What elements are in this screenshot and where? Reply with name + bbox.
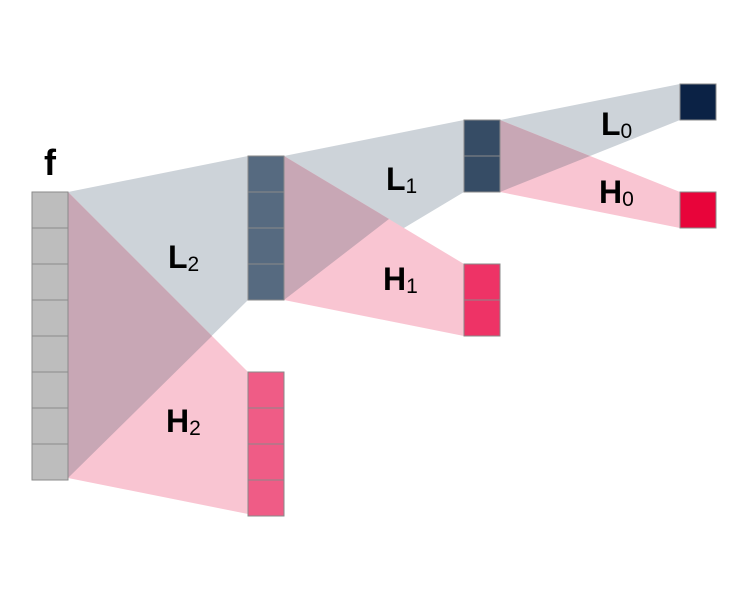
high-cell xyxy=(247,407,285,445)
input-cell xyxy=(31,407,69,445)
input-cell xyxy=(31,443,69,481)
high-cell xyxy=(463,299,501,337)
high-cell xyxy=(463,263,501,301)
high-block-0 xyxy=(679,191,717,229)
stage1-overlap xyxy=(284,156,389,300)
input-cell xyxy=(31,335,69,373)
input-cell xyxy=(31,227,69,265)
stage0-high-label: H0 xyxy=(599,174,634,211)
input-cell xyxy=(31,299,69,337)
high-cell xyxy=(679,191,717,229)
high-cell xyxy=(247,479,285,517)
high-cell xyxy=(247,443,285,481)
high-block-1 xyxy=(463,263,501,337)
stage2-overlap xyxy=(68,192,212,478)
low-block-1 xyxy=(463,119,501,193)
input-label: f xyxy=(44,142,57,183)
low-cell xyxy=(679,83,717,121)
input-block xyxy=(31,191,69,481)
stage0-overlap xyxy=(500,120,590,192)
input-cell xyxy=(31,371,69,409)
low-cell xyxy=(247,263,285,301)
low-block-2 xyxy=(247,155,285,301)
stage0-low-label: L0 xyxy=(601,106,632,143)
low-cell xyxy=(247,227,285,265)
input-cell xyxy=(31,191,69,229)
low-cell xyxy=(463,155,501,193)
stage1-low-label: L1 xyxy=(386,161,417,198)
high-cell xyxy=(247,371,285,409)
stage2-high-label: H2 xyxy=(166,403,201,440)
low-cell xyxy=(247,155,285,193)
input-cell xyxy=(31,263,69,301)
stage2-low-label: L2 xyxy=(168,239,199,276)
high-block-2 xyxy=(247,371,285,517)
low-cell xyxy=(463,119,501,157)
stage1-high-label: H1 xyxy=(383,261,418,298)
low-block-0 xyxy=(679,83,717,121)
low-cell xyxy=(247,191,285,229)
